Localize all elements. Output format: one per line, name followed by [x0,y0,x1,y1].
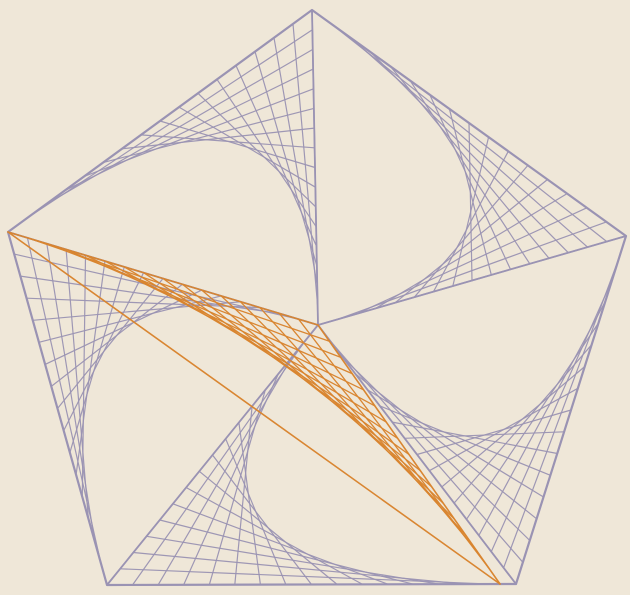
string-art-diagram [0,0,630,595]
paper-background [0,0,630,595]
